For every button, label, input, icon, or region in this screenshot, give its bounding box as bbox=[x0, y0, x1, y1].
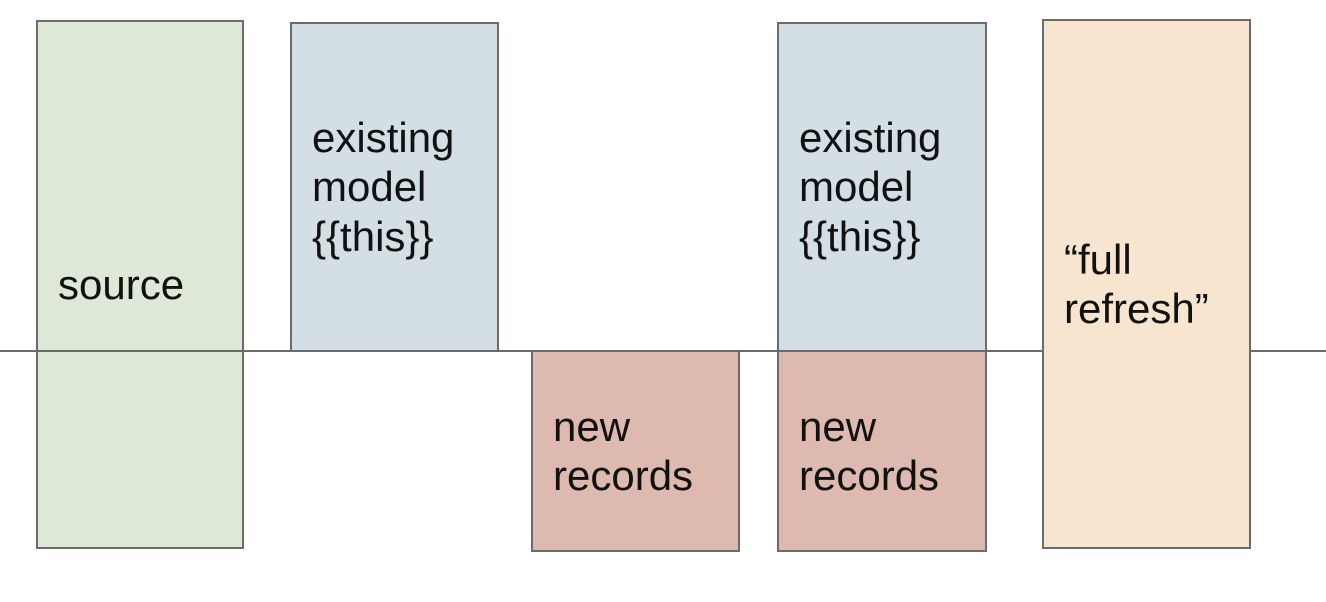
new-records-box-2-label: new records bbox=[799, 402, 940, 499]
new-records-box-2: new records bbox=[777, 350, 987, 552]
divider-line bbox=[0, 350, 1326, 352]
source-box-label: source bbox=[58, 260, 185, 308]
existing-model-box-1: existing model {{this}} bbox=[290, 22, 499, 352]
existing-model-box-2-label: existing model {{this}} bbox=[799, 114, 942, 260]
existing-model-box-1-label: existing model {{this}} bbox=[312, 114, 455, 260]
source-box: source bbox=[36, 20, 244, 549]
new-records-box-1: new records bbox=[531, 350, 740, 552]
full-refresh-box: “full refresh” bbox=[1042, 19, 1251, 549]
new-records-box-1-label: new records bbox=[553, 402, 694, 499]
full-refresh-box-label: “full refresh” bbox=[1064, 235, 1209, 332]
existing-model-box-2: existing model {{this}} bbox=[777, 22, 987, 352]
